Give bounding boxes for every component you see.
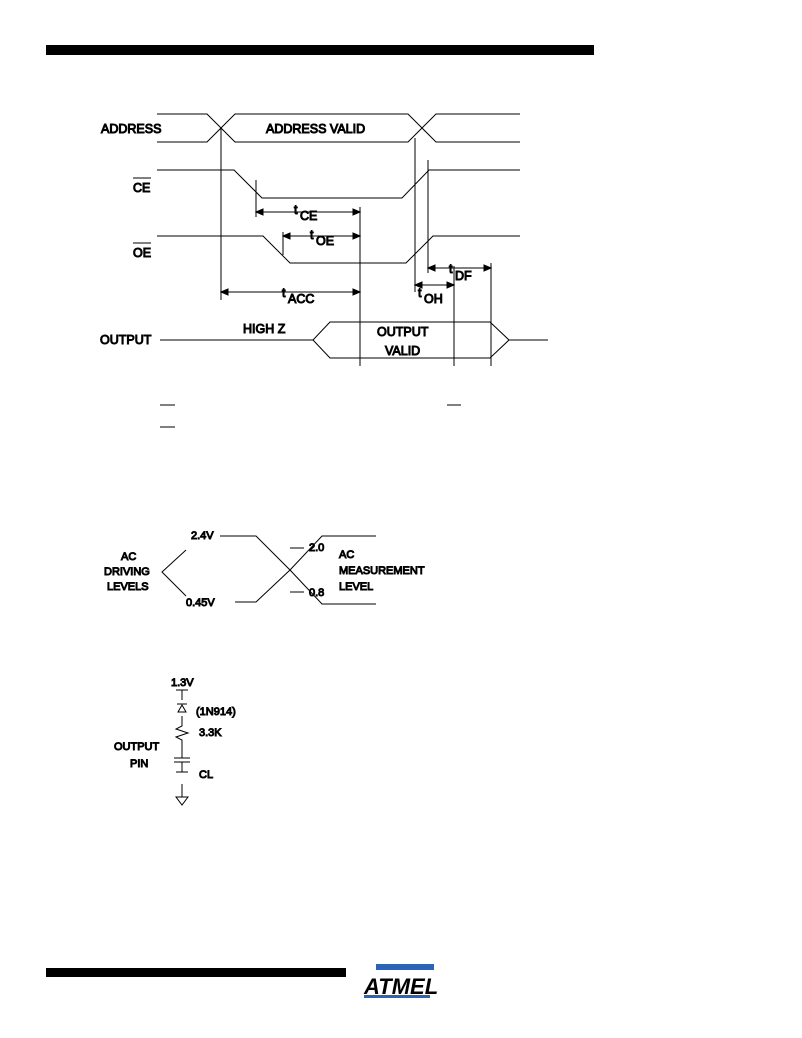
- timing-reference-lines: [220, 128, 492, 366]
- output-label: OUTPUT: [100, 333, 152, 347]
- diode-label: (1N914): [196, 706, 236, 718]
- svg-text:t: t: [282, 286, 286, 300]
- ce-waveform: [157, 169, 520, 199]
- timing-arrows: [219, 208, 493, 296]
- svg-text:DRIVING: DRIVING: [104, 566, 150, 578]
- oe-waveform: [157, 235, 520, 264]
- svg-text:OE: OE: [316, 234, 334, 248]
- svg-text:t: t: [418, 286, 422, 300]
- svg-text:t: t: [310, 228, 314, 242]
- svg-text:AC: AC: [121, 551, 136, 563]
- address-waveform: [157, 113, 520, 143]
- svg-text:PIN: PIN: [130, 758, 148, 770]
- oe-label: OE: [133, 246, 151, 260]
- svg-text:CE: CE: [300, 209, 317, 223]
- svg-text:LEVEL: LEVEL: [339, 581, 373, 593]
- svg-text:t: t: [449, 262, 453, 276]
- svg-text:AC: AC: [339, 549, 354, 561]
- atmel-logo-mark: ATMEL: [363, 964, 438, 999]
- v-low-label: 0.45V: [186, 597, 215, 609]
- output-waveform: [160, 321, 548, 359]
- output-valid-label-2: VALID: [385, 344, 420, 358]
- t-acc-label: t ACC: [282, 286, 315, 307]
- t-oe-label: t OE: [310, 228, 335, 249]
- svg-text:OH: OH: [424, 292, 443, 306]
- t-ce-label: t CE: [294, 203, 318, 224]
- top-rule: [46, 45, 594, 55]
- cap-label: CL: [199, 769, 213, 781]
- output-valid-label-1: OUTPUT: [377, 325, 429, 339]
- ac-levels-diagram: AC DRIVING LEVELS 2.4V 0.45V 2.0 0.8 AC …: [104, 530, 426, 610]
- m-high-label: 2.0: [309, 542, 324, 554]
- svg-text:ATMEL: ATMEL: [363, 974, 438, 999]
- bottom-rule: [46, 968, 346, 977]
- svg-text:LEVELS: LEVELS: [107, 581, 149, 593]
- address-label: ADDRESS: [101, 122, 161, 136]
- t-oh-label: t OH: [418, 286, 444, 307]
- resistor-label: 3.3K: [199, 727, 222, 739]
- svg-text:MEASUREMENT: MEASUREMENT: [339, 565, 425, 577]
- v-high-label: 2.4V: [191, 530, 214, 542]
- m-low-label: 0.8: [309, 587, 324, 599]
- output-load-circuit: 1.3V (1N914) 3.3K OUTPUT PIN CL: [114, 677, 236, 806]
- address-valid-label: ADDRESS VALID: [266, 122, 365, 136]
- t-df-label: t DF: [449, 262, 473, 284]
- svg-text:ACC: ACC: [288, 292, 314, 306]
- supply-label: 1.3V: [171, 677, 194, 689]
- atmel-logo: ATMEL: [362, 962, 440, 1002]
- svg-text:t: t: [294, 203, 298, 217]
- svg-text:OUTPUT: OUTPUT: [114, 741, 160, 753]
- ce-label: CE: [133, 181, 150, 195]
- svg-text:DF: DF: [455, 269, 472, 283]
- high-z-label: HIGH Z: [243, 322, 286, 336]
